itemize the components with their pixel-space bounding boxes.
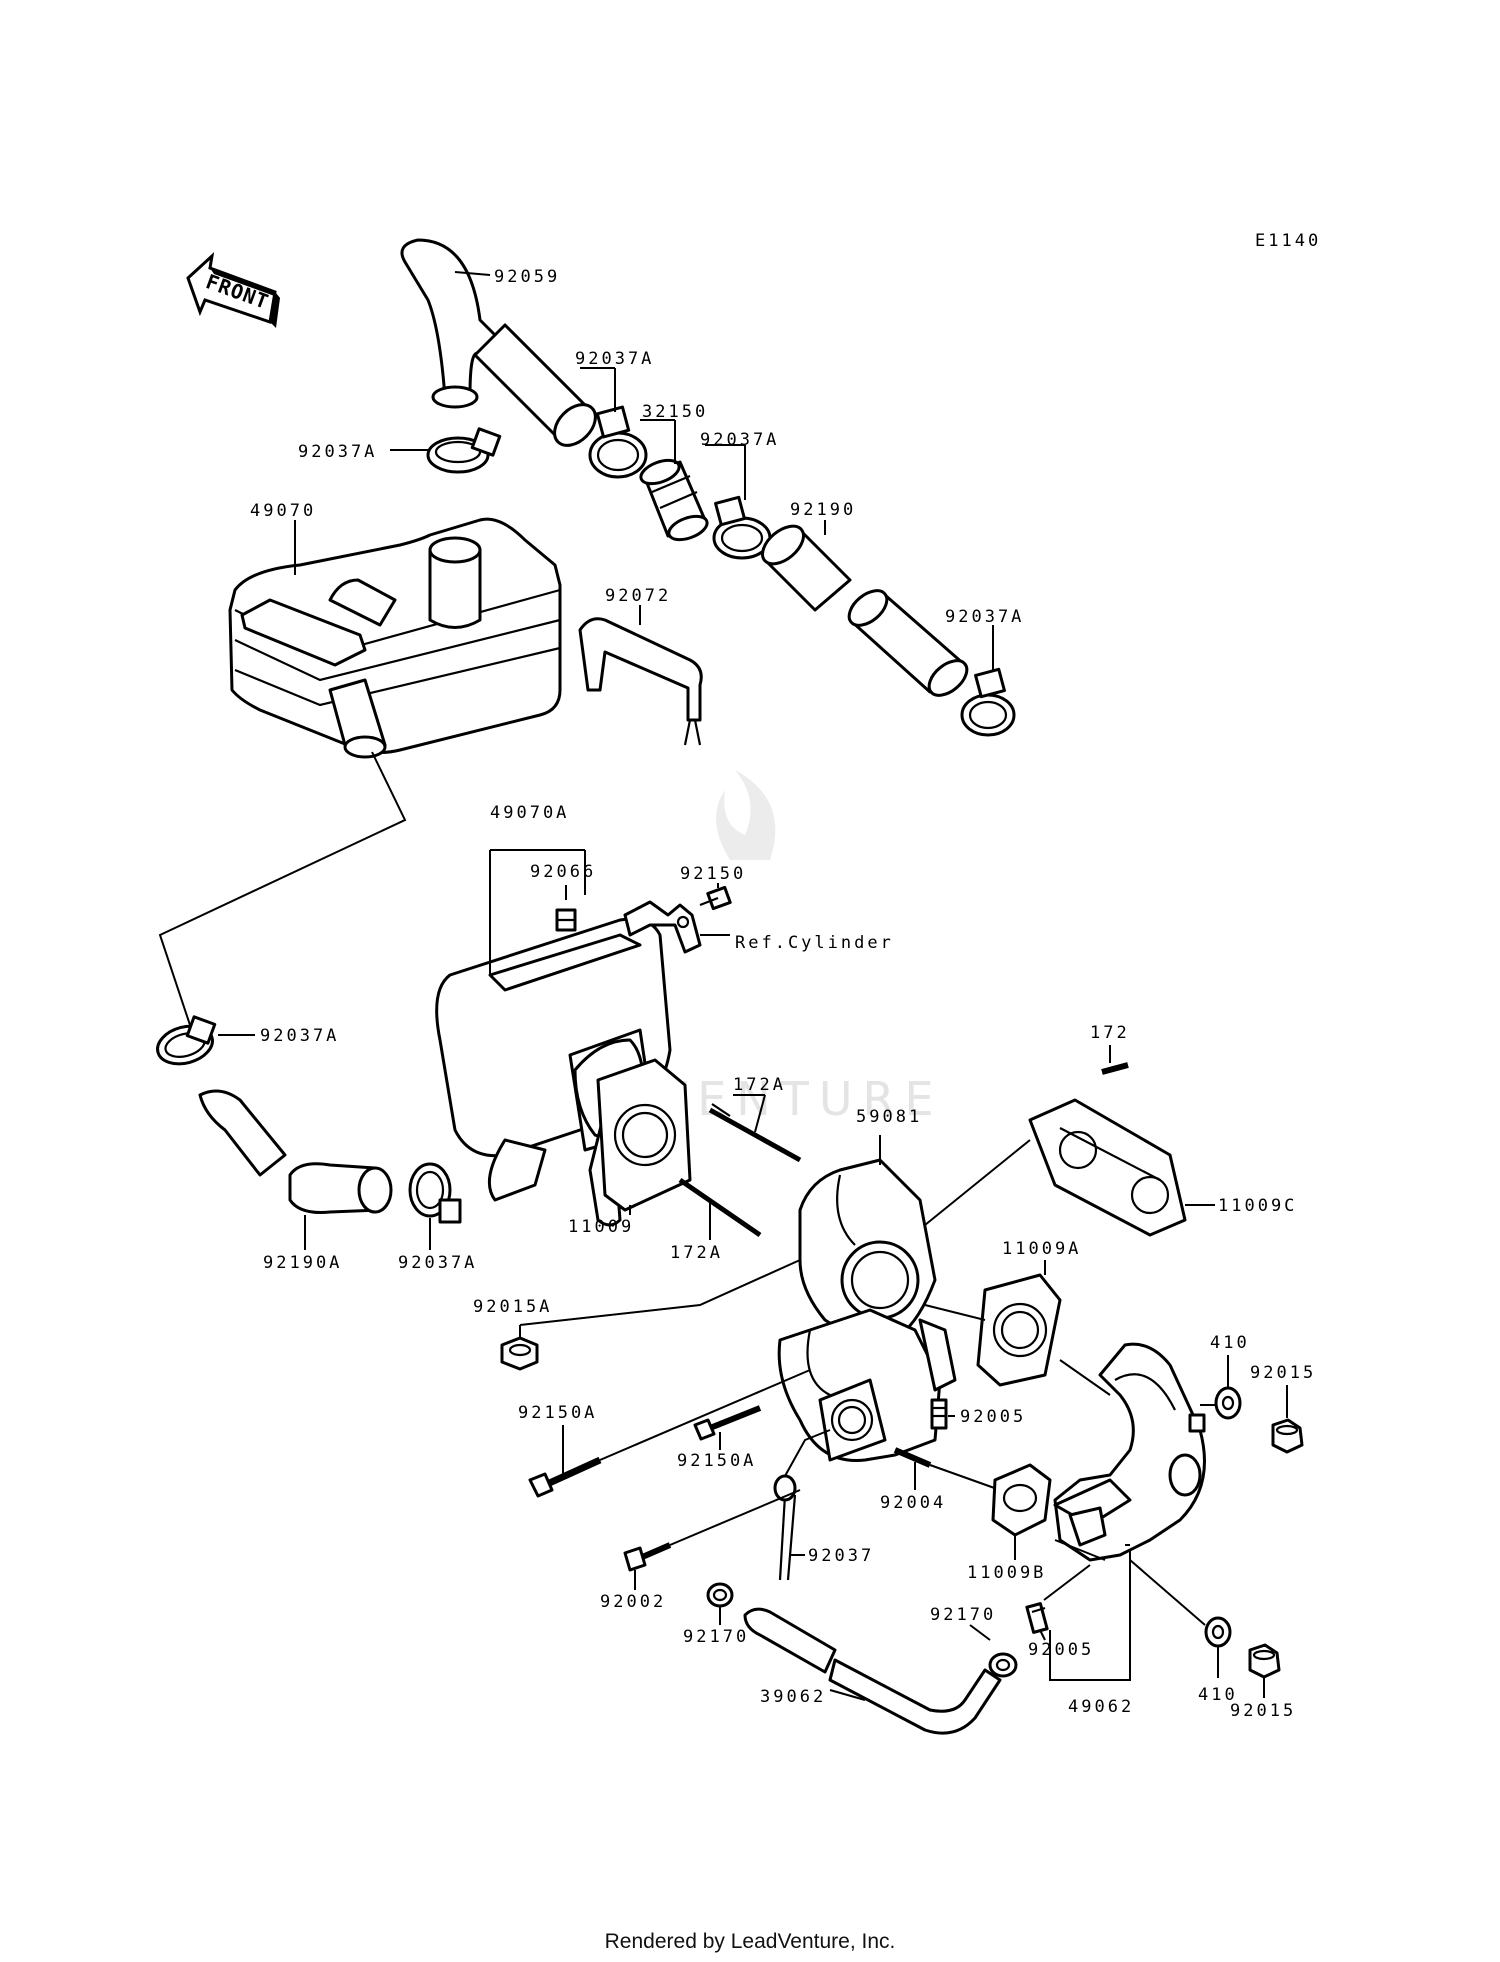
label-92150A-2: 92150A (677, 1451, 756, 1471)
part-49062-chamber (1053, 1342, 1206, 1562)
label-92037A-3: 92037A (700, 430, 779, 450)
label-11009C: 11009C (1218, 1196, 1297, 1216)
part-92170-clamp-2 (988, 1652, 1018, 1678)
label-92015A: 92015A (473, 1297, 552, 1317)
part-39062-hose (743, 1607, 1002, 1735)
part-92190A-hose (198, 1089, 393, 1214)
label-172: 172 (1090, 1023, 1130, 1043)
label-410-2: 410 (1198, 1685, 1238, 1705)
label-92066: 92066 (530, 862, 596, 882)
label-92037A-2: 92037A (298, 442, 377, 462)
part-172A-stud-1 (708, 1103, 802, 1163)
label-92037: 92037 (808, 1546, 874, 1566)
part-92005-fitting-2 (1025, 1602, 1049, 1634)
front-arrow-icon: FRONT (186, 251, 280, 328)
label-172A-2: 172A (670, 1243, 723, 1263)
label-92037A-4: 92037A (945, 607, 1024, 627)
part-92037A-clamp-2 (426, 427, 502, 474)
label-59081: 59081 (856, 1107, 922, 1127)
part-172A-stud-2 (678, 1177, 762, 1238)
part-11009A-gasket (976, 1273, 1062, 1387)
part-bracket (623, 900, 702, 954)
part-92015A-nut (500, 1336, 539, 1371)
label-11009A: 11009A (1002, 1239, 1081, 1259)
label-92072: 92072 (605, 586, 671, 606)
part-92037A-clamp-6 (408, 1162, 462, 1224)
label-92005-1: 92005 (960, 1407, 1026, 1427)
part-92015-nut-2 (1248, 1643, 1281, 1679)
part-92150A-bolt-2 (693, 1405, 762, 1441)
part-410-washer-1 (1214, 1386, 1242, 1420)
label-92037A-1: 92037A (575, 349, 654, 369)
label-92004: 92004 (880, 1493, 946, 1513)
label-92150A-1: 92150A (518, 1403, 597, 1423)
ref-cylinder-label: Ref.Cylinder (735, 933, 894, 953)
label-11009B: 11009B (967, 1563, 1046, 1583)
part-92002-bolt (623, 1542, 672, 1572)
part-manifold (777, 1308, 957, 1462)
part-92037A-clamp-4 (960, 667, 1016, 737)
part-92037A-clamp-1 (588, 405, 648, 479)
part-49070-muffler (228, 517, 562, 759)
label-92037A-5: 92037A (260, 1026, 339, 1046)
part-92190-hose (761, 524, 969, 697)
label-49062: 49062 (1068, 1697, 1134, 1717)
part-92059-hose (400, 238, 597, 447)
part-92037-strap (773, 1474, 797, 1581)
label-92015-2: 92015 (1230, 1701, 1296, 1721)
label-92005-2: 92005 (1028, 1640, 1094, 1660)
part-92037A-clamp-5 (156, 1015, 217, 1066)
label-32150: 32150 (642, 402, 708, 422)
part-59081-pipe (798, 1158, 937, 1347)
part-410-washer-2 (1204, 1616, 1232, 1648)
label-92059: 92059 (494, 267, 560, 287)
part-11009C-gasket (1028, 1098, 1187, 1237)
part-92150A-bolt-1 (528, 1456, 602, 1498)
label-49070: 49070 (250, 501, 316, 521)
part-92005-fitting-1 (930, 1398, 948, 1430)
label-92190: 92190 (790, 500, 856, 520)
label-49070A: 49070A (490, 803, 569, 823)
label-92170-2: 92170 (930, 1605, 996, 1625)
label-172A-1: 172A (733, 1075, 786, 1095)
label-92150: 92150 (680, 864, 746, 884)
label-410-1: 410 (1210, 1333, 1250, 1353)
label-92037A-6: 92037A (398, 1253, 477, 1273)
part-92004-stud (893, 1447, 932, 1468)
label-11009: 11009 (568, 1217, 634, 1237)
part-92066-plug (555, 908, 577, 932)
part-92150-bolt (699, 885, 732, 911)
part-92037A-clamp-3 (712, 495, 772, 560)
part-32150-joint (639, 458, 709, 542)
diagram-code: E1140 (1255, 231, 1321, 251)
part-92170-clamp-1 (706, 1582, 734, 1608)
label-92002: 92002 (600, 1592, 666, 1612)
label-39062: 39062 (760, 1687, 826, 1707)
part-11009-gasket (596, 1058, 692, 1212)
label-92170-1: 92170 (683, 1627, 749, 1647)
part-11009B-gasket (991, 1463, 1052, 1537)
part-172-stud (1101, 1062, 1129, 1075)
part-92072-strap (578, 617, 703, 746)
label-92190A: 92190A (263, 1253, 342, 1273)
footer-credit: Rendered by LeadVenture, Inc. (604, 1930, 896, 1953)
label-92015-1: 92015 (1250, 1363, 1316, 1383)
part-92015-nut-1 (1271, 1418, 1304, 1454)
